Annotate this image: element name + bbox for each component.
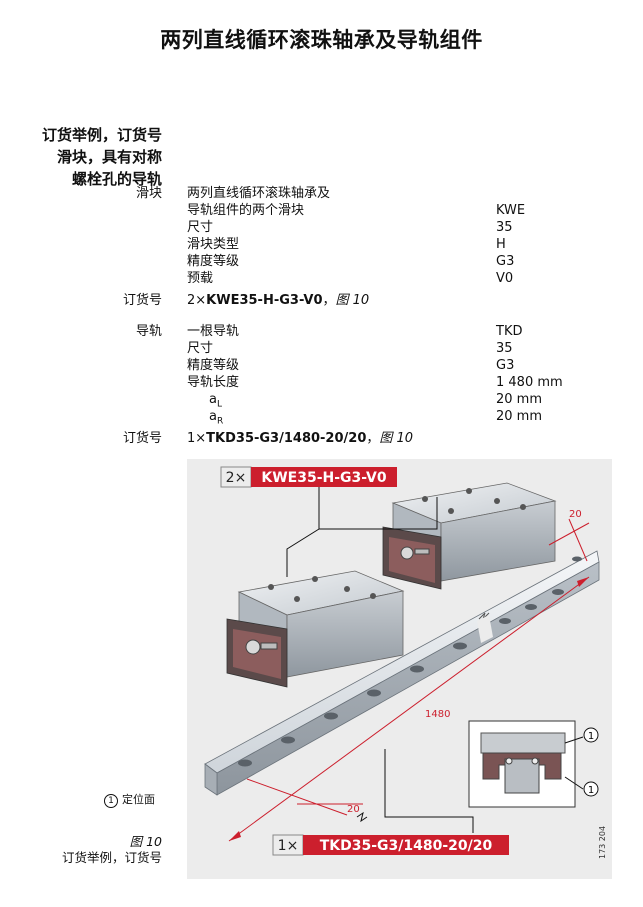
- ref-marker-1: [583, 781, 599, 797]
- rail-spec-desc: 精度等级: [187, 358, 240, 373]
- order-qty: 1×: [187, 431, 207, 446]
- legend: 1 定位面: [104, 793, 155, 808]
- leader-line-carriage-2: [319, 497, 438, 530]
- callout-top-qty: 2×: [226, 470, 247, 486]
- rail-bolt-holes: [238, 556, 582, 767]
- carriage-spec-desc: 尺寸: [187, 220, 214, 235]
- order-qty: 2×: [187, 293, 207, 308]
- figure-10-illustration: 2× KWE35-H-G3-V0 20 1480 20 1× TKD35-G3/…: [187, 459, 612, 879]
- carriage-spec-desc: 预载: [187, 271, 214, 286]
- callout-bottom-qty: 1×: [278, 838, 299, 854]
- ref-marker-label: 1: [588, 731, 594, 742]
- rail-spec-desc-aL: aL: [209, 392, 222, 410]
- rail-label: 导轨: [135, 324, 162, 339]
- order-sep: ，: [322, 293, 336, 308]
- carriage-spec-desc: 导轨组件的两个滑块: [187, 203, 305, 218]
- carriage-spec-desc: 滑块类型: [187, 237, 240, 252]
- figure-caption-number: 图 10: [129, 834, 162, 849]
- carriage-block-front: [226, 570, 405, 688]
- rail-spec-desc-aR: aR: [209, 409, 224, 427]
- callout-top-code: KWE35-H-G3-V0: [261, 470, 387, 486]
- rail-spec-value-aL: 20 mm: [496, 392, 543, 407]
- dim-length-line: [228, 576, 590, 842]
- legend-marker: 1: [104, 794, 118, 808]
- order-code: KWE35-H-G3-V0: [206, 293, 323, 308]
- leader-line-rail: [384, 749, 474, 833]
- rail-end-face: [204, 763, 218, 796]
- rail-spec-value: G3: [496, 358, 515, 373]
- figure-reference: 图 10: [335, 293, 370, 308]
- section-heading-line-3: 螺栓孔的导轨: [71, 170, 162, 188]
- carriage-order-number: 2×KWE35-H-G3-V0，图 10: [187, 292, 369, 309]
- dim-length-label: 1480: [425, 709, 450, 720]
- callout-bottom-code: TKD35-G3/1480-20/20: [320, 838, 493, 854]
- section-heading-line-2: 滑块，具有对称: [56, 148, 162, 166]
- legend-text: 定位面: [122, 793, 155, 806]
- carriage-spec-value: KWE: [496, 203, 526, 218]
- section-heading-line-1: 订货举例，订货号: [41, 126, 162, 144]
- ref-marker-1: [583, 727, 599, 743]
- rail-spec-desc: 导轨长度: [187, 375, 240, 390]
- carriage-spec-value: G3: [496, 254, 515, 269]
- dim-left-line: [246, 778, 348, 816]
- callout-top-code-box: [251, 467, 397, 487]
- order-sep: ，: [366, 431, 380, 446]
- dim-right-label: 20: [569, 509, 582, 520]
- dim-left-label: 20: [347, 804, 360, 815]
- carriage-spec-value: H: [496, 237, 506, 252]
- rail-assembly-drawing: 2× KWE35-H-G3-V0 20 1480 20 1× TKD35-G3/…: [204, 466, 607, 859]
- ref-marker-label: 1: [588, 785, 594, 796]
- carriage-spec-value: 35: [496, 220, 513, 235]
- rail-spec-value: TKD: [496, 324, 523, 339]
- figure-caption-text: 订货举例，订货号: [61, 850, 162, 865]
- side-code: 173 204: [598, 826, 607, 859]
- carriage-spec-value: V0: [496, 271, 514, 286]
- rail-spec-value-aR: 20 mm: [496, 409, 543, 424]
- callout-bottom-code-box: [303, 835, 509, 855]
- order-code: TKD35-G3/1480-20/20: [206, 431, 367, 446]
- figure-reference: 图 10: [379, 431, 414, 446]
- rail-spec-value: 35: [496, 341, 513, 356]
- carriage-block-rear: [382, 482, 557, 590]
- carriage-spec-desc: 精度等级: [187, 254, 240, 269]
- carriage-label: 滑块: [135, 186, 162, 201]
- inset-cross-section: [468, 720, 584, 808]
- rail-spec-value: 1 480 mm: [496, 375, 563, 390]
- rail-order-number: 1×TKD35-G3/1480-20/20，图 10: [187, 430, 413, 447]
- page-title: 两列直线循环滚珠轴承及导轨组件: [160, 28, 483, 52]
- rail-break: [477, 615, 493, 643]
- rail-spec-desc: 一根导轨: [187, 324, 240, 339]
- carriage-spec-desc: 两列直线循环滚珠轴承及: [187, 186, 331, 201]
- leader-line-carriage-1: [286, 477, 320, 577]
- carriage-order-label: 订货号: [122, 293, 162, 308]
- rail-spec-desc: 尺寸: [187, 341, 214, 356]
- rail-order-label: 订货号: [122, 431, 162, 446]
- dim-right-line: [548, 522, 590, 546]
